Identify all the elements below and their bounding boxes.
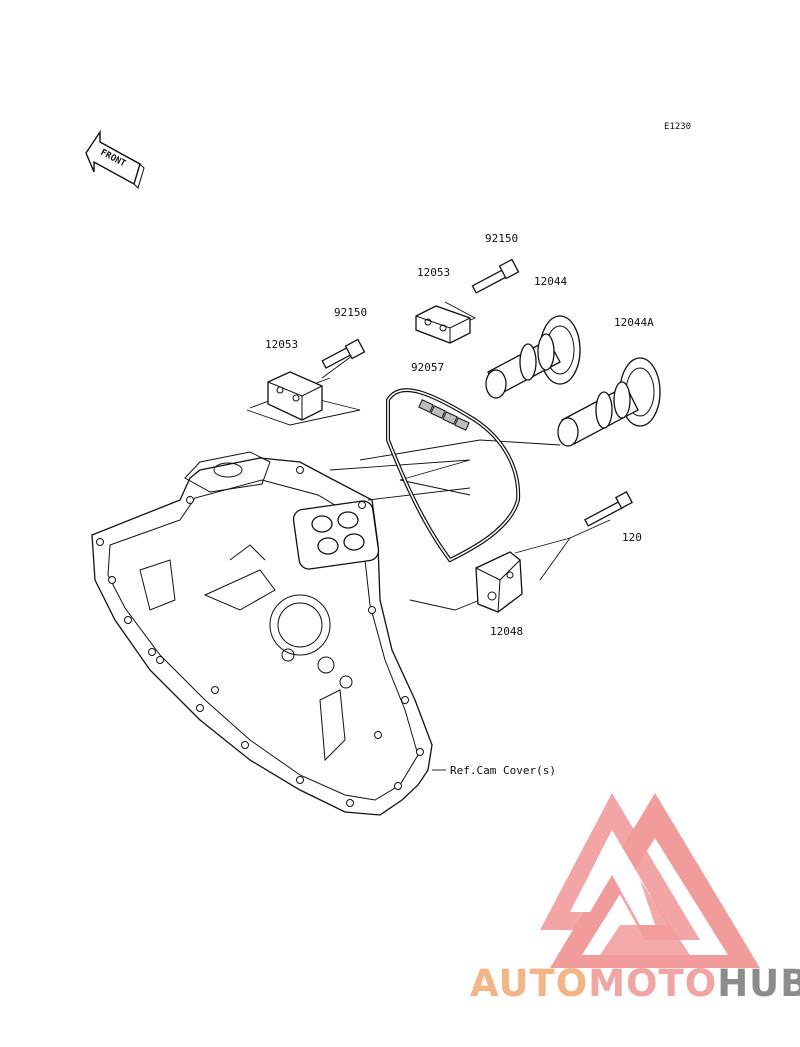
label-bolt-left: 92150	[334, 306, 367, 319]
cam-holder-left	[267, 371, 323, 421]
label-camshaft-rear: 12044A	[614, 316, 654, 329]
automotohub-logo	[540, 793, 760, 968]
bolt-tensioner	[584, 491, 633, 527]
bolt-left	[321, 338, 366, 369]
watermark-moto: MOTO	[588, 962, 717, 1005]
cam-holder-top	[415, 305, 471, 344]
diagram-code: E1230	[664, 122, 691, 132]
camshaft-front	[485, 315, 581, 399]
label-holder-left: 12053	[265, 338, 298, 351]
watermark-auto: AUTO	[470, 962, 588, 1005]
cam-chain	[386, 388, 521, 563]
crankcase-housing	[91, 451, 433, 816]
housing-bolt-holes	[96, 466, 424, 807]
label-tensioner: 12048	[490, 625, 523, 638]
leader-lines	[246, 301, 611, 771]
label-ref-cam-cover: Ref.Cam Cover(s)	[450, 764, 556, 777]
label-holder-top: 12053	[417, 266, 450, 279]
chain-links-highlight	[418, 399, 470, 431]
chain-tensioner	[475, 551, 523, 613]
camshaft-rear	[557, 357, 661, 447]
bolt-top	[471, 258, 520, 294]
label-camshaft-front: 12044	[534, 275, 567, 288]
watermark-hub: HUB	[717, 962, 800, 1005]
label-chain: 92057	[411, 361, 444, 374]
label-bolt-tensioner: 120	[622, 531, 642, 544]
watermark-text: AUTOMOTOHUB	[470, 962, 800, 1005]
front-arrow-icon: FRONT	[85, 129, 145, 189]
label-bolt-top: 92150	[485, 232, 518, 245]
